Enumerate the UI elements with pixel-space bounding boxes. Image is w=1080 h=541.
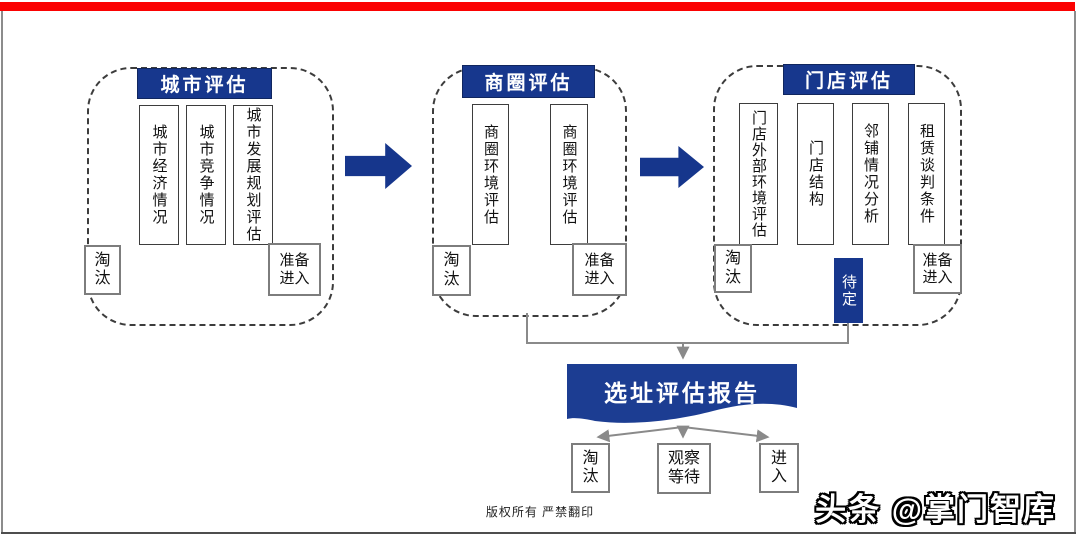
store-item-lease-terms-label: 租赁谈判条件 <box>918 123 935 225</box>
trade-area-item-env-2: 商圈环境评估 <box>550 104 588 245</box>
trade-area-eliminate-box: 淘 汰 <box>432 245 471 296</box>
trade-area-item-env-2-label: 商圈环境评估 <box>560 123 578 226</box>
city-item-competition-label: 城市竞争情况 <box>197 124 215 226</box>
store-prepare-enter-box: 准备 进入 <box>913 244 962 294</box>
flow-arrow-right-icon-1 <box>345 143 412 189</box>
trade-area-item-env-1-label: 商圈环境评估 <box>482 123 499 226</box>
store-item-neighbors-label: 邻铺情况分析 <box>862 123 879 225</box>
city-item-economy-label: 城市经济情况 <box>150 124 168 226</box>
store-pending-box: 待定 <box>834 258 863 323</box>
city-item-planning: 城市发展规划评估 <box>233 105 273 245</box>
report-title: 选址评估报告 <box>604 380 760 406</box>
store-item-neighbors: 邻铺情况分析 <box>852 103 889 245</box>
stage-store-title: 门店评估 <box>783 64 915 95</box>
stage-trade-area-title: 商圈评估 <box>462 65 595 98</box>
toutiao-watermark: 头条 @掌门智库 <box>815 492 1056 527</box>
slide-frame-bottom <box>1 532 1076 534</box>
final-eliminate-box: 淘 汰 <box>571 443 610 493</box>
store-item-external-env-label: 门店外部环境评估 <box>750 110 767 238</box>
store-eliminate-box: 淘 汰 <box>714 244 752 293</box>
stage-city-title: 城市评估 <box>137 68 272 99</box>
city-eliminate-box: 淘 汰 <box>84 245 121 295</box>
top-red-bar <box>0 2 1075 11</box>
trade-area-item-env-1: 商圈环境评估 <box>472 104 509 245</box>
slide-frame-right <box>1074 11 1076 534</box>
report-banner-shape <box>567 364 797 423</box>
slide-frame-left <box>1 11 3 534</box>
store-pending-label: 待定 <box>840 273 857 308</box>
city-item-planning-label: 城市发展规划评估 <box>244 107 262 243</box>
trade-area-prepare-enter-box: 准备 进入 <box>572 243 627 296</box>
city-item-economy: 城市经济情况 <box>139 105 179 245</box>
store-item-lease-terms: 租赁谈判条件 <box>908 103 945 245</box>
final-observe-wait-box: 观察 等待 <box>657 443 711 494</box>
copyright-note: 版权所有 严禁翻印 <box>485 505 595 519</box>
final-enter-box: 进 入 <box>759 443 799 493</box>
flow-arrow-right-icon-2 <box>640 146 704 188</box>
store-item-external-env: 门店外部环境评估 <box>739 103 778 245</box>
city-prepare-enter-box: 准备 进入 <box>268 243 321 296</box>
store-item-structure: 门店结构 <box>797 103 834 245</box>
city-item-competition: 城市竞争情况 <box>186 105 226 245</box>
store-item-structure-label: 门店结构 <box>807 140 824 208</box>
